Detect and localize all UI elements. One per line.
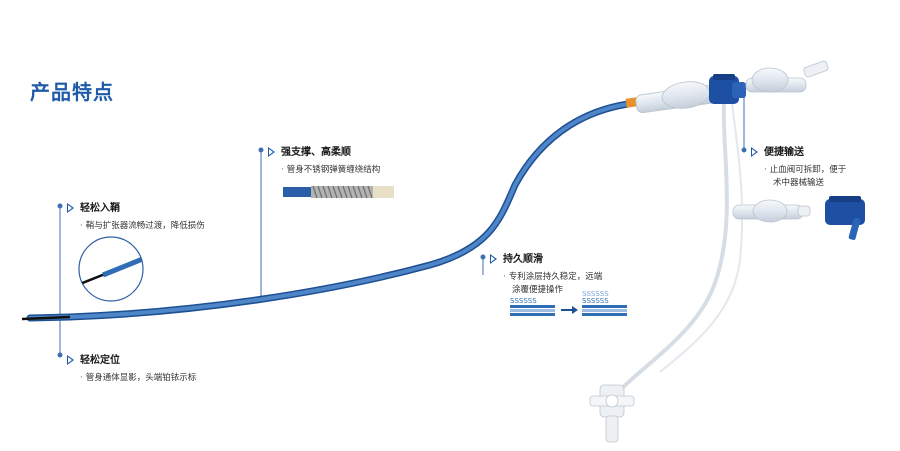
feature-description: 止血阀可拆卸，便于: [769, 165, 847, 175]
triangle-bullet-icon: [751, 147, 758, 157]
three-way-stopcock: [589, 384, 635, 443]
orange-marker-band: [625, 97, 639, 108]
feature-easy-entry: 轻松入鞘 ·鞘与扩张器流畅过渡，降低损伤: [67, 199, 205, 233]
feature-easy-position: 轻松定位 ·管身通体显影，头端铂铱示标: [67, 351, 196, 385]
svg-text:SSSSSS: SSSSSS: [582, 290, 609, 298]
blue-hemostasis-valve: [709, 76, 739, 104]
feature-strong-support: 强支撑、高柔顺 ·管身不锈钢弹簧缠绕结构: [268, 143, 380, 177]
feature-easy-delivery: 便捷输送 ·止血阀可拆卸，便于术中器械输送: [751, 143, 846, 190]
feature-heading: 强支撑、高柔顺: [281, 147, 351, 158]
svg-text:SSSSSS: SSSSSS: [582, 297, 609, 305]
callout-dots: [57, 147, 747, 358]
page-title: 产品特点: [30, 80, 114, 104]
feature-description: 专利涂层持久稳定，远端: [508, 272, 603, 282]
tip-magnified-view: [78, 236, 144, 302]
svg-text:SSSSSS: SSSSSS: [510, 297, 537, 305]
spring-coil-detail: [283, 185, 394, 199]
triangle-bullet-icon: [67, 355, 74, 365]
callout-lines: [59, 96, 745, 355]
feature-heading: 持久顺滑: [503, 254, 543, 265]
sheath-tube: [21, 97, 639, 322]
hub-assembly: [635, 60, 829, 114]
dilator-tip: [21, 315, 71, 321]
coating-before: SSSSSS: [510, 297, 555, 316]
feature-description: 管身通体显影，头端铂铱示标: [85, 373, 197, 383]
triangle-bullet-icon: [67, 203, 74, 213]
feature-description: 涂覆便捷操作: [512, 285, 564, 295]
feature-lasting-smooth: 持久顺滑 ·专利涂层持久稳定，远端涂覆便捷操作: [490, 250, 602, 297]
coating-diagram: SSSSSS SSSSSS SSSSSS: [510, 290, 627, 316]
coating-after: SSSSSS SSSSSS: [582, 290, 627, 316]
side-port-tubing: [589, 103, 744, 443]
feature-description: 术中器械输送: [773, 178, 825, 188]
feature-description: 管身不锈钢弹簧缠绕结构: [286, 165, 381, 175]
feature-heading: 便捷输送: [764, 147, 804, 158]
coating-arrow: [561, 306, 578, 314]
triangle-bullet-icon: [490, 254, 497, 264]
feature-heading: 轻松定位: [80, 355, 120, 366]
triangle-bullet-icon: [268, 147, 275, 157]
feature-heading: 轻松入鞘: [80, 203, 120, 214]
detached-valve-illustration: [732, 196, 865, 240]
feature-description: 鞘与扩张器流畅过渡，降低损伤: [85, 221, 205, 231]
